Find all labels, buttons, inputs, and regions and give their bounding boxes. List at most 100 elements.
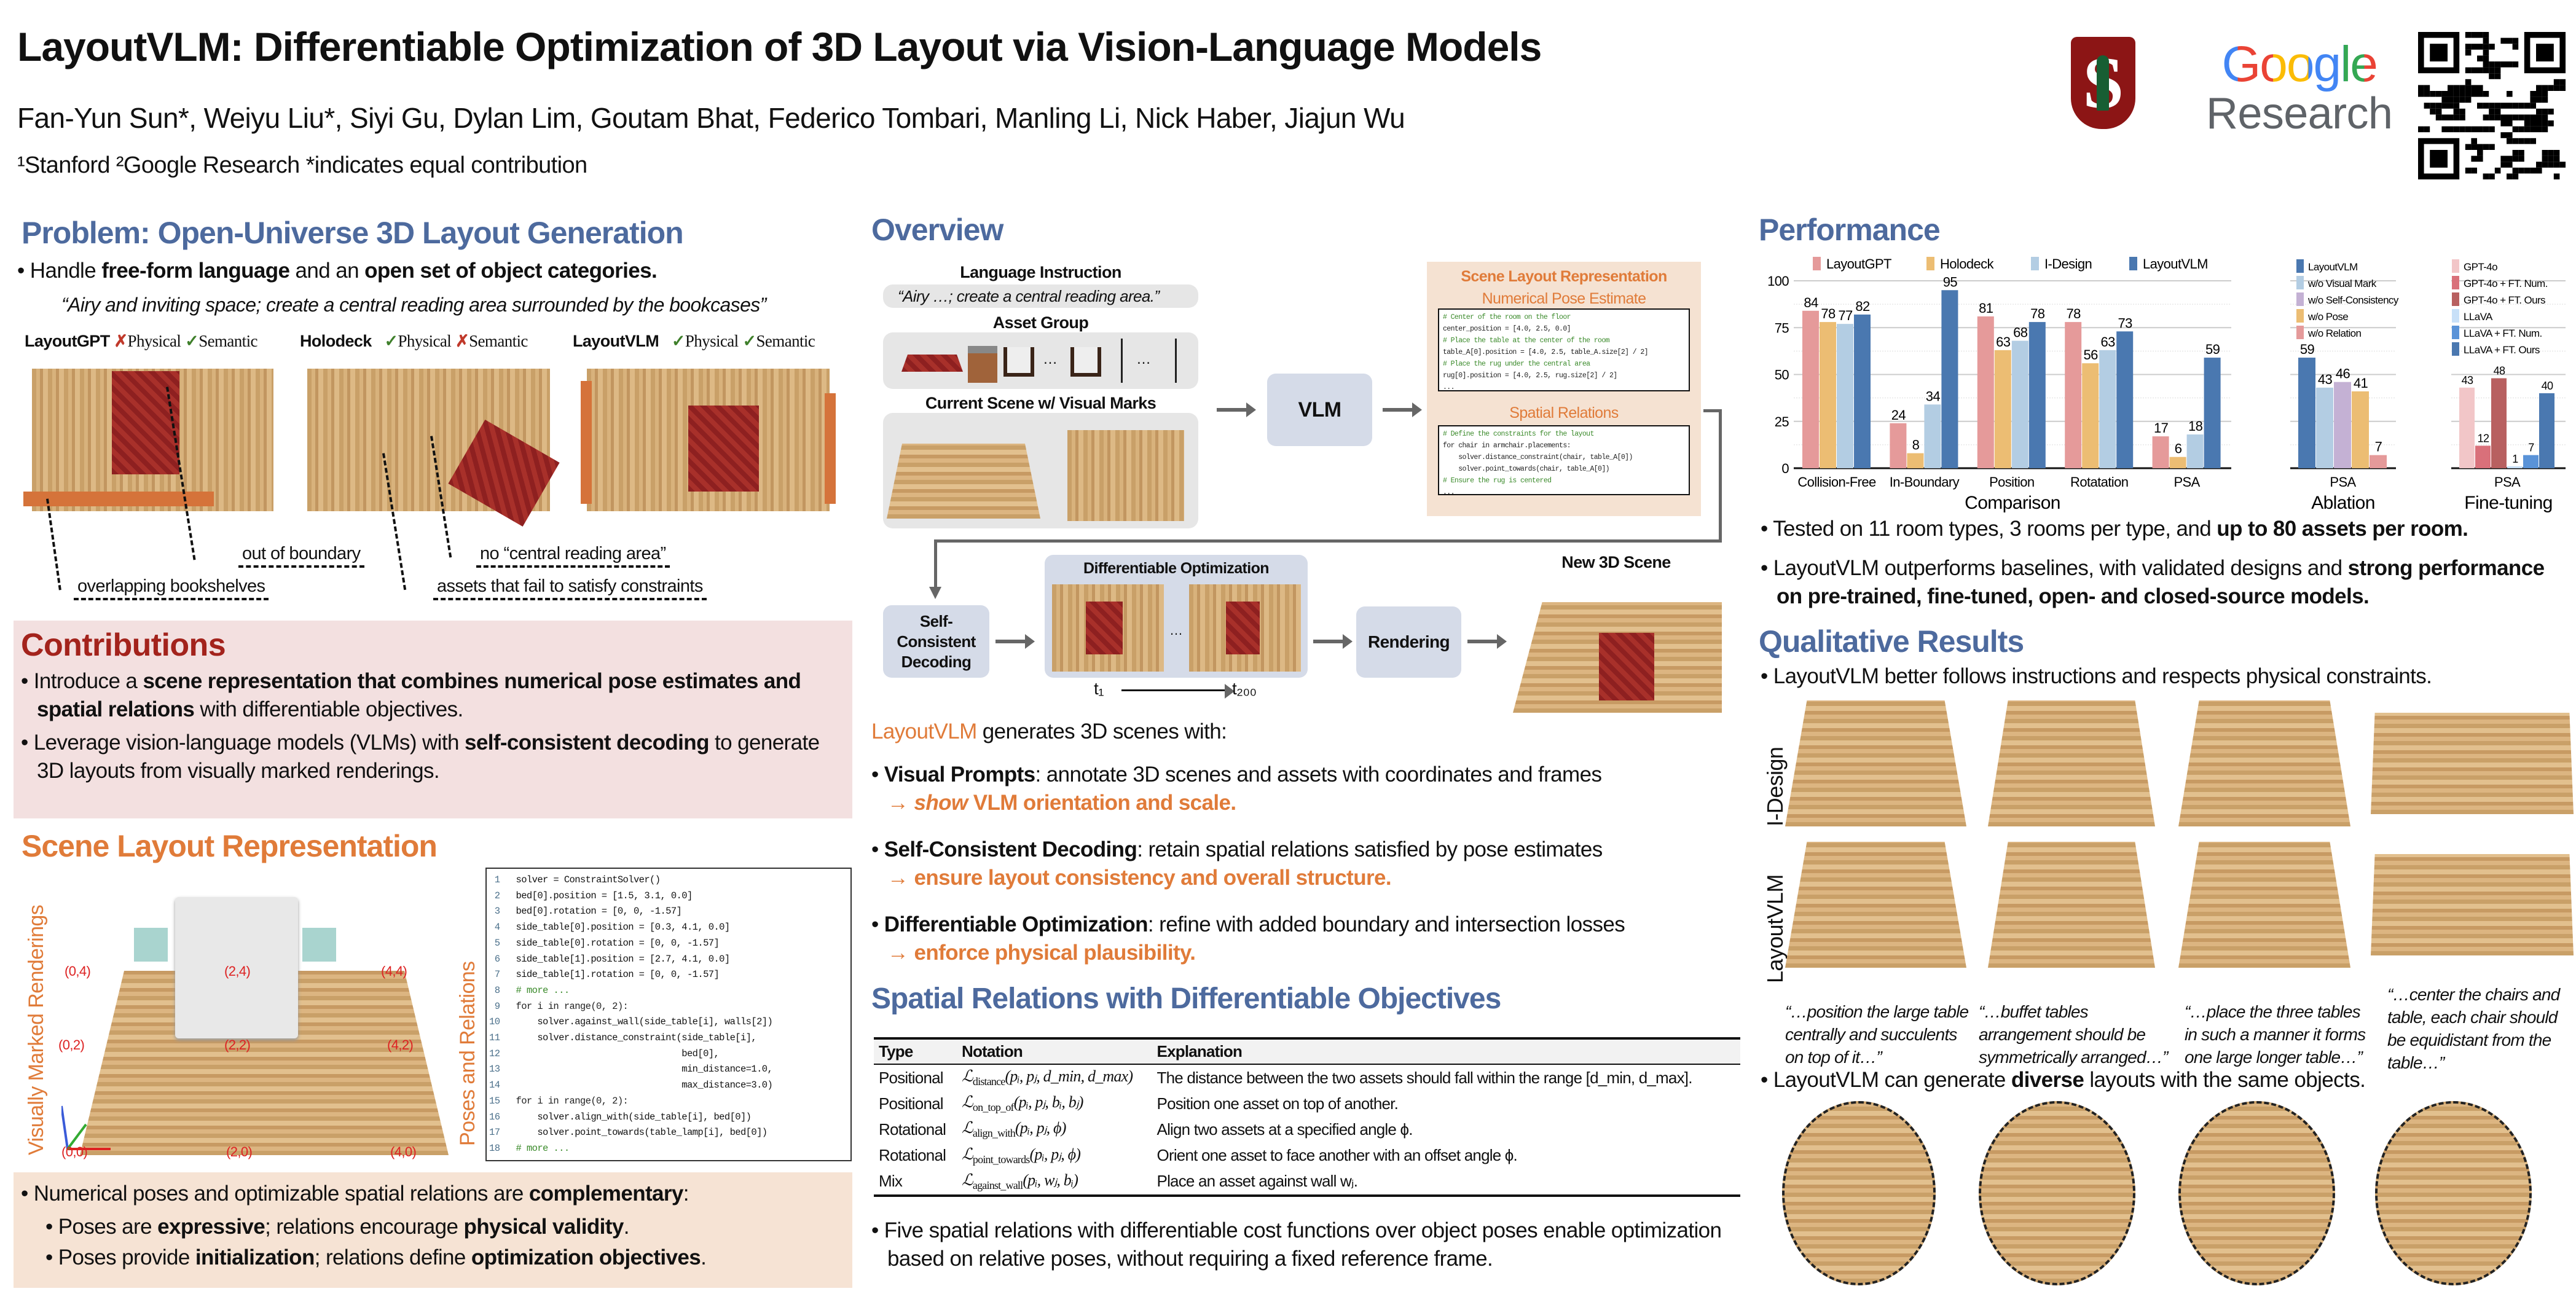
code-line: 9 for i in range(0, 2): <box>489 999 848 1015</box>
legend-swatch <box>2031 257 2039 270</box>
text-segment: scene representation that combines numer… <box>37 669 801 721</box>
text-segment: self-consistent decoding <box>464 731 709 755</box>
text-segment: ; relations define <box>314 1245 471 1269</box>
column-header: Explanation <box>1152 1038 1740 1064</box>
opt-step-render <box>1189 584 1301 672</box>
relation-explanation: Position one asset on top of another. <box>1156 1094 1399 1113</box>
constraint-code-block: 1 solver = ConstraintSolver() 2 bed[0].p… <box>485 868 852 1161</box>
data-label: 12 <box>2478 432 2489 444</box>
diverse-layout-render <box>2375 1101 2532 1285</box>
flow-connector <box>1703 409 1722 542</box>
y-tick-label: 0 <box>1781 461 1789 476</box>
ellipsis: … <box>1043 351 1058 367</box>
relation-type: Rotational <box>879 1146 946 1165</box>
x-tick-label: PSA <box>2174 474 2200 490</box>
bar <box>2298 358 2315 468</box>
data-label: 63 <box>1996 334 2011 350</box>
table-asset <box>968 346 997 383</box>
qr-code <box>2418 32 2566 179</box>
bar <box>1977 316 1994 468</box>
legend-label: LayoutVLM <box>2143 256 2208 272</box>
spatial-relations-heading: Spatial Relations with Differentiable Ob… <box>871 982 1501 1015</box>
data-label: 59 <box>2205 342 2220 357</box>
code-text: solver.distance_constraint(chair, table_… <box>1443 453 1633 461</box>
rep-title: Scene Layout Representation <box>1461 268 1667 285</box>
author-list: Fan-Yun Sun*, Weiyu Liu*, Siyi Gu, Dylan… <box>17 102 1405 134</box>
code-line: 12 bed[0], <box>489 1046 848 1062</box>
method-name: LayoutGPT <box>25 332 110 350</box>
legend-label: w/o Pose <box>2307 311 2348 323</box>
text-segment: LayoutVLM can generate <box>1773 1068 2011 1092</box>
relation-explanation: Place an asset against wall wⱼ. <box>1156 1172 1358 1191</box>
legend-swatch <box>2296 309 2304 323</box>
code-line: ... <box>1443 382 1685 393</box>
affiliations: ¹Stanford ²Google Research *indicates eq… <box>17 152 587 179</box>
code-text: solver.against_wall(side_table[i], walls… <box>516 1016 773 1028</box>
bar <box>2028 322 2046 468</box>
relation-type: Rotational <box>879 1120 946 1139</box>
bar <box>2082 363 2099 468</box>
floor-lamp-asset <box>1121 339 1123 383</box>
bar <box>1907 453 1924 468</box>
code-line: 15 for i in range(0, 2): <box>489 1094 848 1110</box>
arrow-icon <box>995 634 1035 649</box>
data-label: 48 <box>2494 365 2505 377</box>
overview-intro: LayoutVLM generates 3D scenes with: <box>871 718 1227 746</box>
relation-explanation: The distance between the two assets shou… <box>1156 1068 1693 1087</box>
x-tick-label: PSA <box>2494 474 2521 490</box>
scene-topdown-render <box>1067 430 1184 521</box>
bar <box>2475 445 2491 468</box>
code-text: rug[0].position = [4.0, 2.5, rug.size[2]… <box>1443 372 1617 380</box>
data-label: 34 <box>1926 388 1941 404</box>
idesign-result-render <box>1785 700 1966 826</box>
y-tick-label: 100 <box>1767 273 1789 289</box>
method-label-holodeck: Holodeck ✓Physical ✗Semantic <box>300 332 528 351</box>
text-segment: expressive <box>157 1215 265 1239</box>
code-line: 2 bed[0].position = [1.5, 3.1, 0.0] <box>489 888 848 904</box>
check-icon: ✓ <box>742 332 756 350</box>
data-label: 7 <box>2375 439 2382 455</box>
text-segment: to generate 3D layouts from visually mar… <box>37 731 820 783</box>
code-line: table_A[0].position = [4.0, 2.5, table_A… <box>1443 347 1685 358</box>
legend-label: I-Design <box>2044 256 2092 272</box>
data-label: 63 <box>2101 334 2116 350</box>
text-segment: → ensure layout consistency and overall … <box>887 866 1392 890</box>
bar <box>2334 382 2351 468</box>
text-segment: VLM orientation and scale. <box>967 791 1236 815</box>
text-segment: strong performance on pre-trained, fine-… <box>1777 556 2545 608</box>
self-consistent-decoding-box: Self-Consistent Decoding <box>883 605 989 678</box>
relation-explanation: Orient one asset to face another with an… <box>1156 1146 1518 1165</box>
code-line: 13 min_distance=1.0, <box>489 1062 848 1078</box>
scene-rep-heading: Scene Layout Representation <box>22 829 438 863</box>
physical-label: Physical <box>127 332 181 350</box>
language-instruction-title: Language Instruction <box>960 263 1121 281</box>
code-line: 10 solver.against_wall(side_table[i], wa… <box>489 1014 848 1030</box>
poster-title: LayoutVLM: Differentiable Optimization o… <box>17 24 1542 69</box>
code-line: 7 side_table[1].rotation = [0, 0, -1.57] <box>489 967 848 983</box>
text-segment: LayoutVLM outperforms baselines, with va… <box>1773 556 2348 580</box>
current-scene-box <box>883 413 1198 528</box>
code-text: side_table[1].rotation = [0, 0, -1.57] <box>516 969 720 981</box>
layoutvlm-result-render <box>2178 842 2350 968</box>
code-text: solver.distance_constraint(side_table[i]… <box>516 1032 757 1044</box>
code-line: rug[0].position = [4.0, 2.5, rug.size[2]… <box>1443 370 1685 382</box>
overview-heading: Overview <box>871 213 1003 247</box>
cross-icon: ✗ <box>114 332 128 350</box>
legend-label: GPT-4o + FT. Ours <box>2464 294 2545 306</box>
qualitative-heading: Qualitative Results <box>1759 624 2024 659</box>
arrow-icon <box>1467 634 1507 649</box>
bar <box>2539 393 2554 468</box>
line-number: 7 <box>489 969 516 981</box>
code-text: for i in range(0, 2): <box>516 1000 629 1012</box>
visual-renderings-label: Visually Marked Renderings <box>25 904 48 1155</box>
data-label: 46 <box>2336 366 2350 382</box>
bed-scene-render: (0,4) (2,4) (4,4) (0,2) (2,2) (4,2) (0,0… <box>58 879 467 1161</box>
bar <box>1854 314 1871 468</box>
coord-label: (2,0) <box>226 1144 253 1159</box>
y-tick-label: 25 <box>1775 414 1789 429</box>
code-line: # Ensure the rug is centered <box>1443 475 1685 487</box>
code-line: 17 solver.point_towards(table_lamp[i], b… <box>489 1125 848 1141</box>
bar <box>1837 324 1853 468</box>
